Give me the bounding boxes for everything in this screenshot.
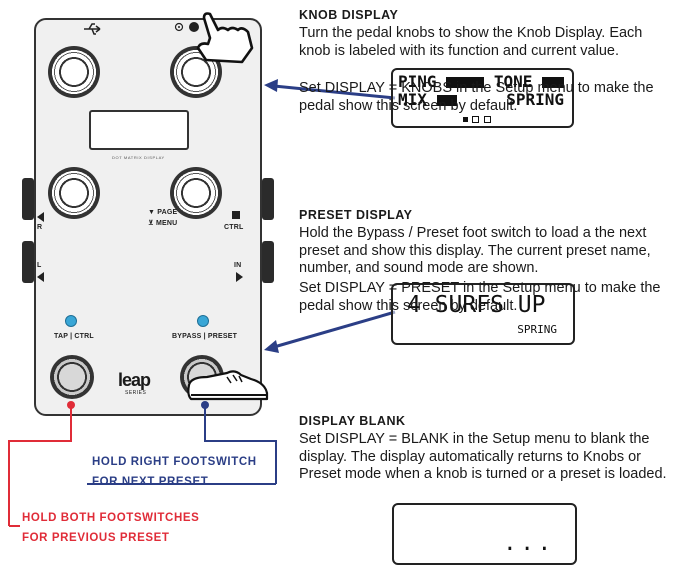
page-indicator [463, 111, 491, 129]
preset-lcd-name: 4 SURFS UP [407, 292, 546, 318]
leap-logo: leap [118, 370, 151, 390]
in-label: IN [234, 262, 242, 269]
lcd-param2-label: TONE [493, 72, 533, 91]
dot-matrix-label: DOT MATRIX DISPLAY [112, 155, 165, 160]
lcd-param1-bar [446, 77, 485, 88]
menu-label: ⊻ MENU [148, 220, 178, 227]
blank-lcd: ... [392, 503, 577, 565]
hold-both-line2: FOR PREVIOUS PRESET [22, 532, 170, 544]
ctrl-label: CTRL [224, 224, 244, 231]
jack-ctrl [262, 178, 274, 220]
lcd-param3-bar [436, 95, 457, 106]
lcd-param3-label: MIX [398, 90, 427, 109]
r-label: R [37, 224, 43, 231]
display-blank-body: Set DISPLAY = BLANK in the Setup menu to… [299, 431, 667, 482]
in-arrow-icon [236, 272, 243, 282]
bypass-preset-label: BYPASS | PRESET [172, 333, 238, 340]
knob-lcd-row2: MIX [398, 92, 457, 108]
hold-right-line2: FOR NEXT PRESET [92, 476, 209, 488]
usb-icon [84, 23, 101, 35]
lcd-param1-label: PING [398, 72, 437, 91]
preset-display-title: PRESET DISPLAY [299, 208, 413, 222]
blank-lcd-dots: ... [503, 531, 555, 556]
knob-bottom-right[interactable] [170, 167, 222, 219]
preset-display-body: Hold the Bypass / Preset foot switch to … [299, 225, 651, 276]
jack-in [262, 241, 274, 283]
page-down-icon: ▼ [148, 209, 158, 216]
knob-lcd-mode: SPRING [506, 90, 564, 109]
shoe-icon [187, 370, 269, 401]
knob-display-body: Turn the pedal knobs to show the Knob Di… [299, 25, 643, 59]
pointing-hand-icon [196, 12, 254, 64]
l-label: L [37, 262, 42, 269]
preset-lcd: 4 SURFS UP SPRING [391, 283, 575, 345]
jack-l [22, 241, 34, 283]
l-arrow-icon [37, 272, 44, 282]
jack-r [22, 178, 34, 220]
ctrl-square-icon [232, 211, 240, 219]
hold-right-line1: HOLD RIGHT FOOTSWITCH [92, 456, 257, 468]
pedal-screen [89, 110, 189, 150]
knob-lcd: PING TONE MIX SPRING [391, 68, 574, 128]
display-blank-title: DISPLAY BLANK [299, 414, 406, 428]
preset-lcd-mode: SPRING [517, 323, 557, 336]
knob-display-title: KNOB DISPLAY [299, 8, 399, 22]
knob-display-setting: Set DISPLAY = KNOBS in the Setup menu to… [299, 80, 654, 114]
r-arrow-icon [37, 212, 44, 222]
knob-bottom-left[interactable] [48, 167, 100, 219]
leap-series-label: SERIES [125, 390, 147, 396]
knob-lcd-row1: PING TONE [398, 74, 564, 90]
tap-footswitch[interactable] [50, 355, 94, 399]
hold-both-line1: HOLD BOTH FOOTSWITCHES [22, 512, 200, 524]
page-label: ▼ PAGE [148, 209, 178, 216]
tap-ctrl-label: TAP | CTRL [54, 333, 94, 340]
menu-icon: ⊻ [148, 220, 157, 227]
bypass-led [197, 315, 209, 327]
knob-top-left[interactable] [48, 46, 100, 98]
power-icon [174, 22, 199, 32]
lcd-param2-bar [541, 77, 564, 88]
tap-led [65, 315, 77, 327]
preset-display-setting: Set DISPLAY = PRESET in the Setup menu t… [299, 280, 661, 314]
